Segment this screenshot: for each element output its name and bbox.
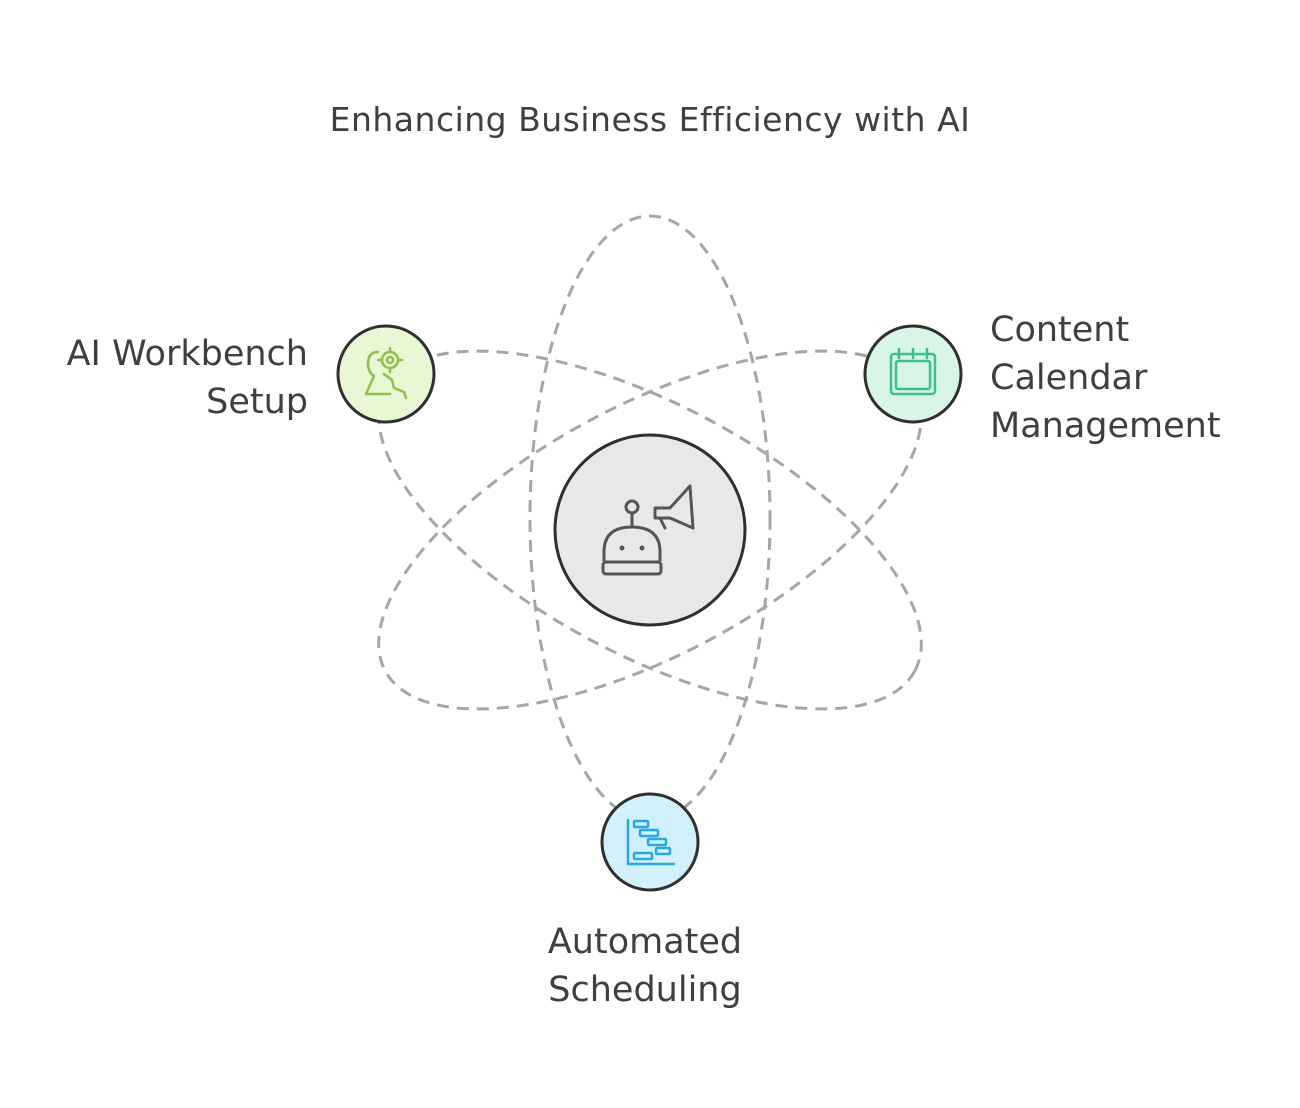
label-ai-workbench-setup: AI Workbench Setup [67, 330, 308, 426]
label-line: Calendar [990, 358, 1148, 398]
label-line: Management [990, 406, 1221, 446]
label-line: AI Workbench [66, 334, 308, 374]
robot-megaphone-icon [601, 484, 695, 576]
node-automated-scheduling[interactable] [600, 792, 700, 892]
node-ai-workbench-setup[interactable] [336, 324, 436, 424]
center-node[interactable] [553, 433, 747, 627]
label-line: Setup [206, 382, 308, 422]
label-automated-scheduling: Automated Scheduling [500, 918, 790, 1014]
label-line: Scheduling [548, 970, 742, 1010]
gantt-chart-icon [626, 818, 676, 866]
orbit-diagonal-right [377, 349, 923, 711]
label-line: Automated [547, 922, 743, 962]
calendar-icon [889, 347, 937, 396]
node-content-calendar-management[interactable] [863, 324, 963, 424]
label-content-calendar-management: Content Calendar Management [990, 306, 1221, 450]
diagram-title: Enhancing Business Efficiency with AI [329, 100, 971, 139]
label-line: Content [990, 310, 1130, 350]
person-gear-icon [364, 346, 408, 400]
